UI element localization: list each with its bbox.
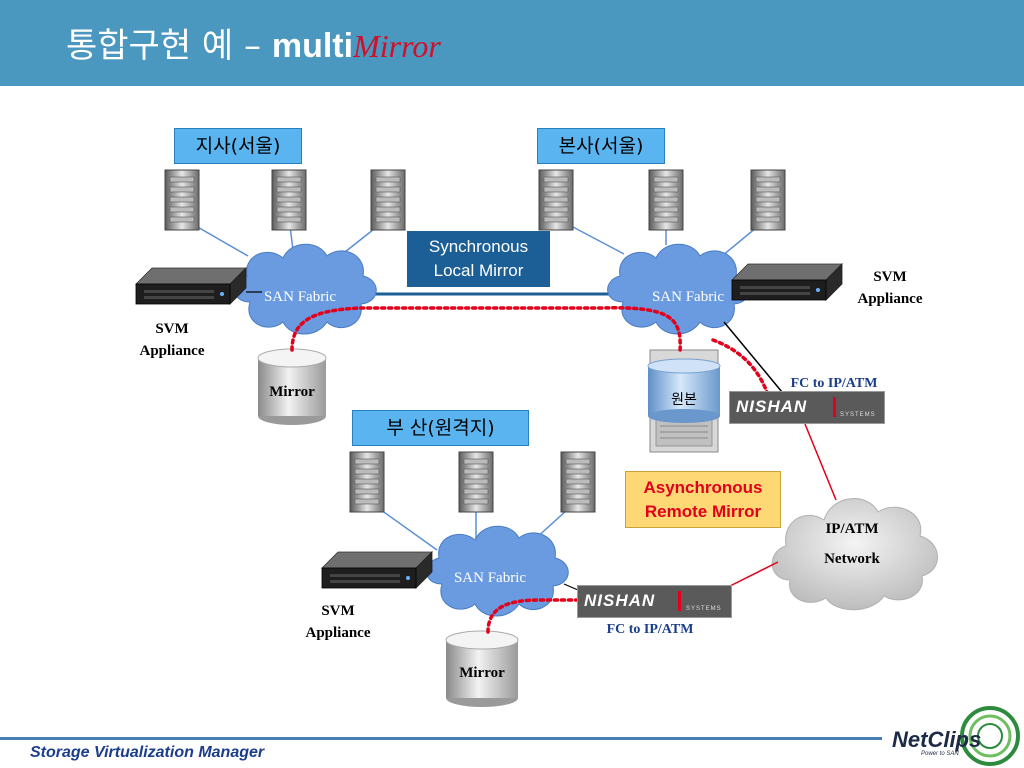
netclips-logo-icon — [960, 706, 1020, 766]
nishan-logo-text: NISHAN — [584, 591, 656, 610]
server-icon — [648, 169, 684, 231]
nishan-systems-text: SYSTEMS — [686, 606, 722, 612]
ip-atm-network-cloud — [771, 498, 938, 611]
title-mirror: Mirror — [353, 28, 441, 64]
svm-appliance-icon — [135, 267, 247, 305]
server-icon — [750, 169, 786, 231]
nishan-router: NISHAN SYSTEMS — [577, 585, 732, 618]
fabric-to-nishan-link — [723, 321, 783, 393]
mirror-label: Mirror — [459, 665, 505, 681]
original-storage-icon — [647, 349, 721, 453]
server-icon — [349, 451, 385, 513]
site-label-busan: 부 산(원격지) — [352, 410, 529, 446]
ip-atm-text: IP/ATM — [825, 521, 879, 537]
server-icon — [164, 169, 200, 231]
slide-title: 통합구현 예 – multiMirror — [66, 18, 441, 67]
title-dash: – — [244, 26, 262, 66]
site-label-head: 본사(서울) — [537, 128, 665, 164]
sync-local-mirror-callout: Synchronous Local Mirror — [407, 231, 550, 287]
async-callout-line1: Asynchronous — [643, 478, 763, 497]
server-icon — [458, 451, 494, 513]
netclips-logo-subtitle: Power to SAN — [921, 751, 959, 757]
appliance-link — [563, 583, 579, 591]
nishan-router: NISHAN SYSTEMS — [729, 391, 885, 424]
nishan-to-network-link — [804, 423, 837, 501]
svm-text: SVM — [321, 603, 355, 619]
netclips-logo-text: NetClips — [892, 727, 982, 752]
sync-callout-line2: Local Mirror — [433, 261, 524, 280]
async-remote-mirror-callout: Asynchronous Remote Mirror — [625, 471, 781, 528]
footer-divider — [0, 737, 882, 740]
title-multi: multi — [271, 27, 354, 65]
svm-appliance-label: SVM Appliance — [292, 600, 384, 644]
ip-atm-network-label: IP/ATM Network — [802, 518, 902, 570]
async-callout-line2: Remote Mirror — [644, 502, 762, 521]
svm-appliance-label: SVM Appliance — [844, 266, 936, 310]
server-icon — [538, 169, 574, 231]
mirror-disk-bottom — [445, 630, 519, 707]
svm-appliance-label: SVM Appliance — [126, 318, 218, 362]
server-icon — [370, 169, 406, 231]
svm-appliance-icon — [321, 551, 433, 589]
fc-to-ip-atm-label: FC to IP/ATM — [790, 376, 878, 391]
title-bar: 통합구현 예 – multiMirror — [0, 0, 1024, 86]
site-label-branch: 지사(서울) — [174, 128, 302, 164]
appliance-text: Appliance — [305, 625, 371, 641]
san-fabric-label: SAN Fabric — [453, 570, 527, 586]
svm-text: SVM — [873, 269, 907, 285]
san-fabric-label: SAN Fabric — [651, 289, 725, 305]
server-icon — [271, 169, 307, 231]
server-icon — [560, 451, 596, 513]
san-fabric-label: SAN Fabric — [263, 289, 337, 305]
title-korean: 통합구현 예 — [66, 26, 234, 66]
sync-callout-line1: Synchronous — [428, 237, 529, 256]
svm-appliance-icon — [731, 263, 843, 301]
nishan-logo-text: NISHAN — [736, 397, 808, 416]
nishan-to-network-link — [729, 561, 779, 587]
nishan-systems-text: SYSTEMS — [840, 412, 876, 418]
footer-title: Storage Virtualization Manager — [30, 744, 265, 761]
mirror-disk-top — [257, 348, 327, 425]
mirror-label: Mirror — [269, 384, 315, 400]
appliance-text: Appliance — [857, 291, 923, 307]
nishan-red-bar — [833, 397, 836, 417]
appliance-text: Appliance — [139, 343, 205, 359]
original-label: 원본 — [671, 392, 697, 408]
network-text: Network — [824, 551, 880, 567]
servers — [164, 169, 786, 513]
svm-text: SVM — [155, 321, 189, 337]
fc-to-ip-atm-label: FC to IP/ATM — [606, 622, 694, 637]
nishan-red-bar — [678, 591, 681, 611]
